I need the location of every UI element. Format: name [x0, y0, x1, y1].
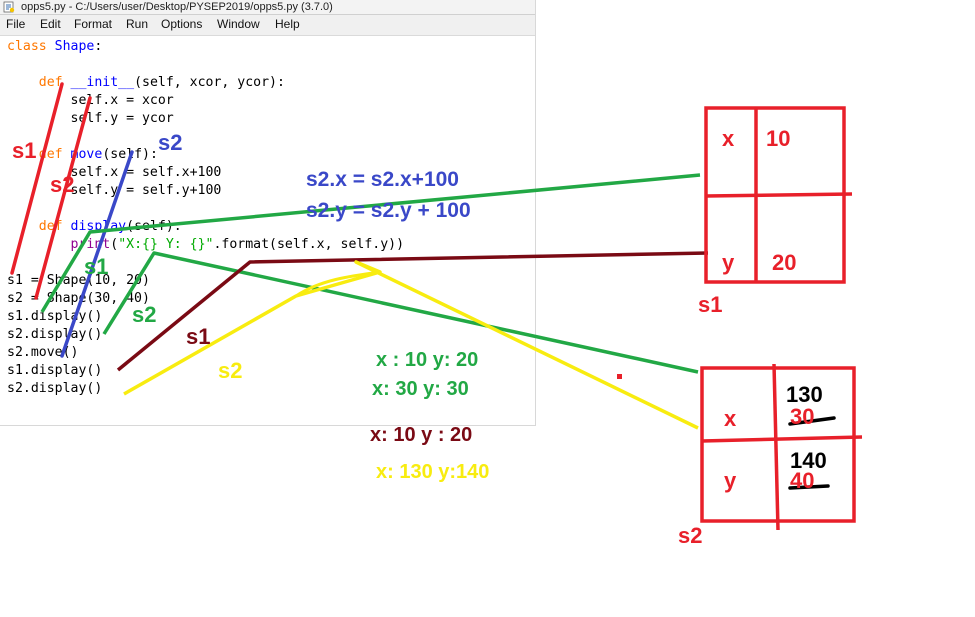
box1-y-value: 20: [772, 250, 796, 275]
code-line: s2 = Shape(30, 40): [7, 291, 150, 306]
strike-40: [788, 484, 830, 490]
code-line: self.y = self.y+100: [7, 183, 222, 198]
code-line: s2.display(): [7, 327, 103, 342]
box1-y-label: y: [722, 250, 735, 275]
box2-y-old: 40: [790, 468, 814, 493]
box1-name: s1: [698, 292, 722, 317]
box2-x-new: 130: [786, 382, 823, 407]
memory-box-s1: [704, 106, 853, 284]
code-line: class Shape:: [7, 39, 103, 54]
strike-30: [788, 416, 836, 426]
menu-window[interactable]: Window: [217, 17, 260, 31]
box2-x-label: x: [724, 406, 737, 431]
menu-file[interactable]: File: [6, 17, 26, 31]
code-line: s2.move(): [7, 345, 79, 360]
menu-bar: File Edit Format Run Options Window Help: [0, 15, 535, 36]
code-line: print("X:{} Y: {}".format(self.x, self.y…: [70, 237, 405, 252]
code-line: self.x = self.x+100: [7, 165, 222, 180]
output-line-3: x: 10 y : 20: [370, 424, 472, 446]
code-line: self.y = ycor: [7, 111, 174, 126]
code-line: s2.display(): [7, 381, 103, 396]
red-dot: [617, 374, 622, 379]
box2-y-label: y: [724, 468, 737, 493]
menu-format[interactable]: Format: [74, 17, 113, 31]
code-line: self.x = xcor: [7, 93, 174, 108]
code-line: s1.display(): [7, 309, 103, 324]
code-line: s1 = Shape(10, 20): [7, 273, 150, 288]
box2-x-old: 30: [790, 404, 814, 429]
box2-name: s2: [678, 523, 702, 548]
box1-x-value: 10: [766, 126, 790, 151]
python-file-icon: [3, 1, 15, 13]
box2-y-new: 140: [790, 448, 827, 473]
title-bar: opps5.py - C:/Users/user/Desktop/PYSEP20…: [0, 0, 535, 15]
menu-run[interactable]: Run: [126, 17, 149, 31]
box1-x-label: x: [722, 126, 735, 151]
menu-help[interactable]: Help: [275, 17, 300, 31]
menu-options[interactable]: Options: [161, 17, 203, 31]
code-line: def move(self):: [38, 147, 158, 162]
code-line: s1.display(): [7, 363, 103, 378]
code-line: def __init__(self, xcor, ycor):: [38, 75, 285, 90]
window-title: opps5.py - C:/Users/user/Desktop/PYSEP20…: [21, 1, 333, 13]
code-editor[interactable]: class Shape: def __init__(self, xcor, yc…: [0, 36, 535, 425]
menu-edit[interactable]: Edit: [40, 17, 61, 31]
code-line: def display(self):: [38, 219, 182, 234]
output-line-4: x: 130 y:140: [376, 461, 489, 483]
idle-editor-window: opps5.py - C:/Users/user/Desktop/PYSEP20…: [0, 0, 536, 426]
memory-box-s2: [700, 363, 863, 531]
